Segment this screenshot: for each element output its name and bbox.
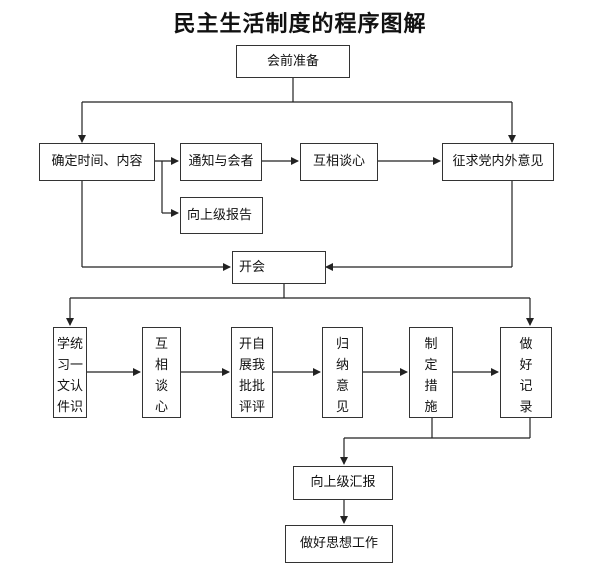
node-text-row: 学统 <box>56 337 83 352</box>
node-make-measures: 制 定 措 施 <box>409 327 453 418</box>
node-keep-records: 做 好 记 录 <box>500 327 552 418</box>
node-text-row: 相 <box>154 358 168 373</box>
node-text-row: 施 <box>424 400 438 415</box>
node-mutual-talk: 互相谈心 <box>300 143 378 181</box>
node-report-superior: 向上级报告 <box>180 197 263 234</box>
node-text-row: 开自 <box>238 337 265 352</box>
node-text-row: 记 <box>519 379 533 394</box>
node-solicit-opinions: 征求党内外意见 <box>442 143 554 181</box>
node-text-row: 做 <box>519 337 533 352</box>
node-text-row: 纳 <box>335 358 349 373</box>
node-text-row: 文认 <box>56 379 83 394</box>
node-text-row: 评评 <box>238 400 265 415</box>
node-text-row: 见 <box>335 400 349 415</box>
node-text-row: 习一 <box>56 358 83 373</box>
node-text-row: 心 <box>154 400 168 415</box>
node-prepare: 会前准备 <box>236 45 350 78</box>
node-unify-thinking: 学统 习一 文认 件识 <box>53 327 87 418</box>
node-text-row: 归 <box>335 337 349 352</box>
node-text-row: 展我 <box>238 358 265 373</box>
node-text-row: 谈 <box>154 379 168 394</box>
node-criticism: 开自 展我 批批 评评 <box>231 327 273 418</box>
node-text-row: 批批 <box>238 379 265 394</box>
node-text-row: 措 <box>424 379 438 394</box>
node-text-row: 制 <box>424 337 438 352</box>
node-report-to-superior: 向上级汇报 <box>293 466 393 500</box>
node-meeting: 开会 <box>232 251 326 284</box>
node-confirm-time-content: 确定时间、内容 <box>39 143 155 181</box>
node-ideological-work: 做好思想工作 <box>285 525 393 563</box>
node-text-row: 意 <box>335 379 349 394</box>
node-text-row: 录 <box>519 400 533 415</box>
page-title: 民主生活制度的程序图解 <box>173 12 427 37</box>
node-mutual-heart-talk: 互 相 谈 心 <box>142 327 181 418</box>
node-text-row: 互 <box>154 337 168 352</box>
node-text-row: 定 <box>424 358 438 373</box>
node-notify-attendees: 通知与会者 <box>180 143 262 181</box>
node-text-row: 好 <box>519 358 533 373</box>
node-text-row: 件识 <box>56 400 83 415</box>
node-summarize-opinions: 归 纳 意 见 <box>322 327 363 418</box>
